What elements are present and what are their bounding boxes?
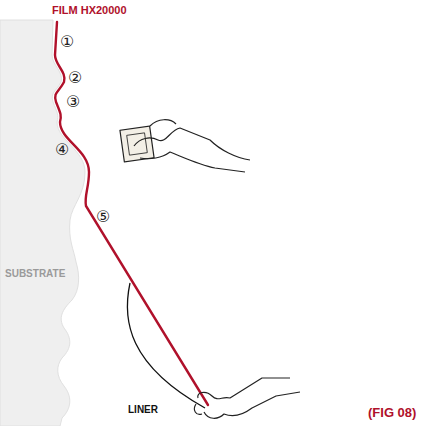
liner xyxy=(127,283,205,408)
substrate xyxy=(0,20,85,426)
callout-number: ④ xyxy=(55,141,69,159)
figure-number: (FIG 08) xyxy=(368,406,416,420)
callout-number: ① xyxy=(60,33,74,51)
callout-number: ② xyxy=(68,69,82,87)
squeegee-hand xyxy=(120,120,250,172)
liner-label: LINER xyxy=(128,404,158,415)
liner-hand xyxy=(194,378,300,418)
callout-number: ⑤ xyxy=(96,208,110,226)
film xyxy=(55,22,208,405)
substrate-label: SUBSTRATE xyxy=(5,268,65,279)
film-label: FILM HX20000 xyxy=(52,4,127,16)
callout-number: ③ xyxy=(66,93,80,111)
